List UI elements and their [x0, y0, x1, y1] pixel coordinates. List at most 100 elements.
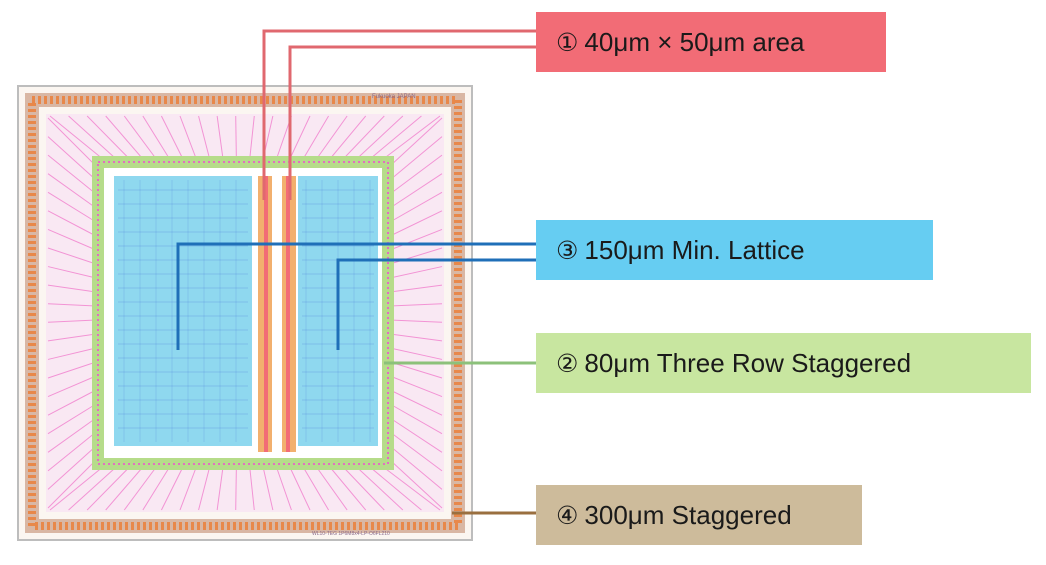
- fanout-trace: [389, 375, 443, 398]
- fanout-trace: [389, 403, 443, 435]
- fanout-trace: [86, 115, 131, 161]
- chip-top-text: Fukuoka JAPAN: [372, 94, 416, 100]
- fanout-trace: [389, 303, 443, 307]
- fanout-trace: [47, 191, 97, 223]
- fanout-trace: [389, 319, 443, 323]
- leader-line-area-2: [288, 45, 536, 200]
- fanout-trace: [389, 445, 443, 490]
- fanout-trace: [341, 115, 385, 161]
- center-strip-right-core: [286, 176, 290, 452]
- fanout-trace: [341, 465, 385, 511]
- fanout-trace: [47, 431, 97, 472]
- fanout-trace: [389, 210, 443, 237]
- fanout-trace: [288, 465, 311, 511]
- leader-line-lattice-1: [176, 242, 536, 350]
- fanout-trace: [315, 115, 348, 161]
- fanout-trace: [389, 431, 443, 472]
- callout-area: ① 40μm × 50μm area: [536, 12, 886, 72]
- fanout-trace: [355, 115, 404, 161]
- callout-lattice: ③ 150μm Min. Lattice: [536, 220, 933, 280]
- fanout-trace: [47, 117, 97, 167]
- fanout-trace: [389, 459, 443, 509]
- fanout-trace: [49, 115, 105, 161]
- fanout-trace: [389, 173, 443, 209]
- outer-pad-ring: [28, 96, 462, 530]
- fanout-trace: [47, 266, 97, 279]
- callout-area-number: ①: [556, 27, 579, 57]
- fanout-trace: [160, 115, 184, 161]
- fanout-trace: [123, 115, 158, 161]
- fanout-trace: [355, 465, 404, 511]
- fanout-trace: [288, 115, 311, 161]
- fanout-trace: [47, 154, 97, 195]
- fanout-trace: [198, 465, 211, 511]
- fanout-trace: [47, 417, 97, 453]
- callout-lattice-number: ③: [556, 235, 579, 265]
- callout-area-label: 40μm × 50μm area: [584, 26, 805, 57]
- fanout-trace: [47, 210, 97, 237]
- fanout-trace: [47, 403, 97, 435]
- fanout-trace: [389, 228, 443, 251]
- fanout-trace: [179, 115, 198, 161]
- fanout-traces: [47, 115, 443, 511]
- fanout-trace: [235, 465, 237, 511]
- fanout-trace: [160, 465, 184, 511]
- fanout-trace: [47, 247, 97, 265]
- fanout-trace: [142, 115, 171, 161]
- fanout-trace: [47, 228, 97, 251]
- fanout-trace: [47, 375, 97, 398]
- fanout-trace: [389, 389, 443, 416]
- fanout-trace: [216, 115, 224, 161]
- fanout-trace: [47, 445, 97, 490]
- fanout-trace: [47, 284, 97, 293]
- fanout-trace: [389, 154, 443, 195]
- fanout-trace: [389, 284, 443, 293]
- fanout-trace: [389, 347, 443, 360]
- leader-line-lattice-2: [336, 258, 536, 350]
- fanout-trace: [105, 465, 145, 511]
- fanout-trace: [389, 266, 443, 279]
- left-lattice-block: [114, 176, 252, 446]
- callout-lattice-label: 150μm Min. Lattice: [584, 234, 805, 265]
- fanout-trace: [302, 465, 330, 511]
- fanout-trace: [389, 136, 443, 181]
- fanout-trace: [68, 115, 118, 161]
- inner-pad-ring-detail: [97, 161, 389, 465]
- fanout-trace: [315, 465, 348, 511]
- fanout-trace: [381, 115, 441, 161]
- fanout-trace: [275, 465, 292, 511]
- fanout-trace: [47, 459, 97, 509]
- callout-three-row: ② 80μm Three Row Staggered: [536, 333, 1031, 393]
- fanout-trace: [216, 465, 224, 511]
- center-strip-left-core: [264, 176, 268, 452]
- fanout-trace: [328, 465, 367, 511]
- fanout-trace: [389, 333, 443, 342]
- callout-staggered-label: 300μm Staggered: [584, 499, 792, 530]
- fanout-trace: [47, 389, 97, 416]
- chip-bottom-text: WL10-TEG 1P6M8x4-LP-O6FL210: [312, 531, 390, 537]
- fanout-trace: [368, 115, 422, 161]
- callout-three-row-number: ②: [556, 348, 579, 378]
- fanout-trace: [47, 173, 97, 209]
- fanout-trace: [389, 117, 443, 167]
- fanout-trace: [389, 191, 443, 223]
- fanout-trace: [47, 136, 97, 181]
- fanout-trace: [302, 115, 330, 161]
- fanout-trace: [262, 465, 274, 511]
- leader-line-area-1: [262, 29, 536, 200]
- fanout-trace: [47, 333, 97, 342]
- fanout-trace: [105, 115, 145, 161]
- fanout-trace: [249, 465, 255, 511]
- fanout-trace: [47, 303, 97, 307]
- fanout-trace: [368, 465, 422, 511]
- fanout-trace: [235, 115, 237, 161]
- fanout-trace: [179, 465, 198, 511]
- fanout-trace: [49, 465, 105, 511]
- lattice-block-detail: [118, 180, 374, 442]
- fanout-trace: [198, 115, 211, 161]
- fanout-trace: [389, 361, 443, 379]
- fanout-trace: [86, 465, 131, 511]
- fanout-trace: [123, 465, 158, 511]
